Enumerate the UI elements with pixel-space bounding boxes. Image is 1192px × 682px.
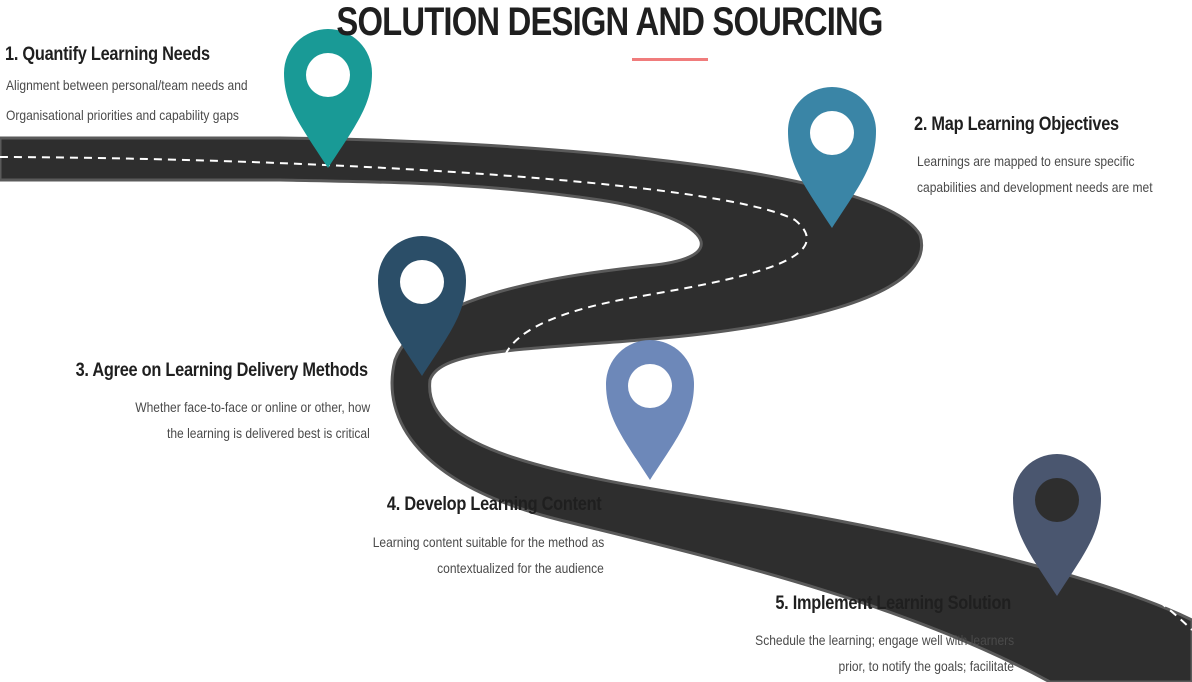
step-4-heading: 4. Develop Learning Content <box>386 494 601 515</box>
pin-5 <box>1013 454 1101 596</box>
step-3-line-1: Whether face-to-face or online or other,… <box>135 399 370 415</box>
title-underline <box>632 58 708 61</box>
map-pin-icon <box>378 236 466 376</box>
pin-4 <box>606 340 694 480</box>
pin-2 <box>788 87 876 228</box>
step-5-line-1: Schedule the learning; engage well with … <box>754 632 1014 648</box>
map-pin-icon <box>1013 454 1101 596</box>
step-1-heading: 1. Quantify Learning Needs <box>5 44 210 65</box>
step-1-line-1: Alignment between personal/team needs an… <box>6 77 248 93</box>
step-4-line-1: Learning content suitable for the method… <box>372 534 604 550</box>
step-5-heading: 5. Implement Learning Solution <box>775 593 1011 614</box>
step-1-line-2: Organisational priorities and capability… <box>6 107 239 123</box>
pin-3 <box>378 236 466 376</box>
page-title: SOLUTION DESIGN AND SOURCING <box>336 0 883 44</box>
step-2-line-1: Learnings are mapped to ensure specific <box>917 153 1135 169</box>
lane-marking <box>0 156 1192 631</box>
step-2-heading: 2. Map Learning Objectives <box>914 114 1119 135</box>
map-pin-icon <box>788 87 876 228</box>
step-3-line-2: the learning is delivered best is critic… <box>167 425 370 441</box>
step-5-line-2: prior, to notify the goals; facilitate <box>838 658 1014 674</box>
road <box>0 136 1192 682</box>
step-4-line-2: contextualized for the audience <box>437 560 604 576</box>
step-3-heading: 3. Agree on Learning Delivery Methods <box>75 360 368 381</box>
map-pin-icon <box>606 340 694 480</box>
map-pin-icon <box>284 29 372 168</box>
step-2-line-2: capabilities and development needs are m… <box>917 179 1153 195</box>
pin-1 <box>284 29 372 168</box>
